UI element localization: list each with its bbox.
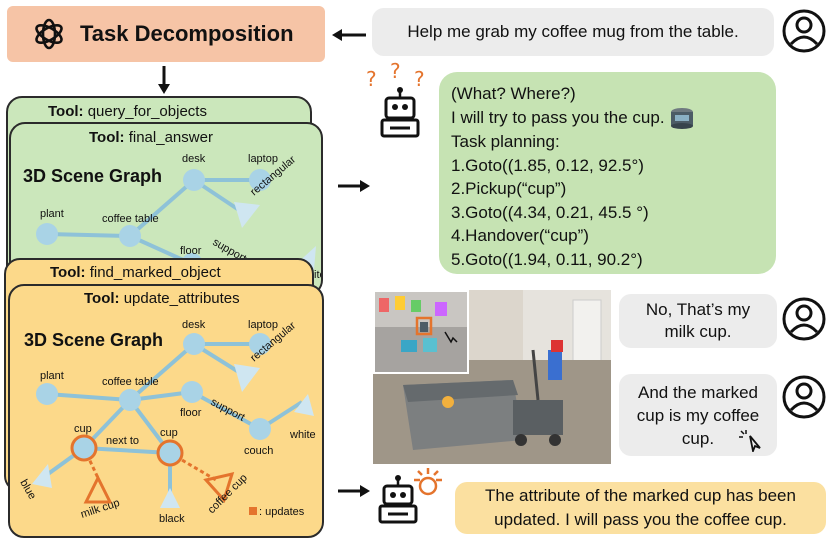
tabletop-inset-photo: [373, 290, 469, 374]
robot-plan-line: 5.Goto((1.94, 0.11, 90.2°): [451, 249, 643, 269]
node-plant: plant: [40, 208, 64, 220]
tool-card-update-attributes: Tool: update_attributes 3D Scene Graph: [8, 284, 324, 538]
node-cup-1: cup: [74, 423, 92, 435]
svg-text:?: ?: [414, 67, 425, 91]
node-cup-2: cup: [160, 427, 178, 439]
robot-plan-line: 4.Handover(“cup”): [451, 226, 589, 246]
node-desk: desk: [182, 153, 206, 165]
scene-graph-title: 3D Scene Graph: [23, 166, 163, 186]
robot-plan-line: 3.Goto((4.34, 0.21, 45.5 °): [451, 202, 649, 222]
robot-plan-line: Task planning:: [451, 132, 560, 152]
robot-plan-line: I will try to pass you the cup.: [451, 106, 776, 131]
node-coffee-table: coffee table: [102, 376, 159, 388]
node-laptop: laptop: [248, 319, 278, 331]
user-message-2-text: No, That’s my milk cup.: [645, 300, 751, 341]
edge-next-to: next to: [106, 435, 139, 447]
node-couch: couch: [244, 445, 273, 457]
user-message-3-text: And the marked cup is my coffee cup.: [636, 382, 760, 448]
robot-final-text: The attribute of the marked cup has been…: [485, 486, 796, 529]
svg-text:?: ?: [390, 62, 401, 83]
task-decomposition-box: Task Decomposition: [7, 6, 325, 62]
node-floor: floor: [180, 407, 202, 419]
user-message-1-text: Help me grab my coffee mug from the tabl…: [407, 22, 739, 41]
node-plant: plant: [40, 370, 64, 382]
robot-final-bubble: The attribute of the marked cup has been…: [455, 482, 826, 534]
tool-label-update-attributes: Tool: update_attributes: [84, 290, 240, 307]
user-message-2: No, That’s my milk cup.: [619, 294, 777, 348]
robot-plan-bubble: (What? Where?) I will try to pass you th…: [439, 72, 776, 274]
user-message-1: Help me grab my coffee mug from the tabl…: [372, 8, 774, 56]
click-cursor-icon: [739, 430, 761, 452]
node-coffee-table: coffee table: [102, 213, 159, 225]
scene-graph-title: 3D Scene Graph: [24, 330, 164, 350]
tabletop-inset-drawing: [375, 292, 467, 372]
down-arrow-icon: [158, 66, 170, 94]
cup-image-icon: [671, 108, 694, 130]
node-floor: floor: [180, 245, 202, 257]
robot-idea-icon: [378, 468, 442, 524]
user-avatar-icon: [782, 9, 826, 53]
attr-white: white: [289, 429, 316, 441]
robot-plan-line: (What? Where?): [451, 84, 576, 103]
tool-label-final: Tool: final_answer: [89, 129, 213, 146]
tool-label-find-marked: Tool: find_marked_object: [50, 264, 221, 281]
node-laptop: laptop: [248, 153, 278, 165]
openai-logo-icon: [35, 18, 63, 50]
right-arrow-icon: [338, 180, 370, 192]
right-arrow-icon: [338, 485, 370, 497]
left-arrow-icon: [332, 29, 366, 41]
robot-plan-line: 1.Goto((1.85, 0.12, 92.5°): [451, 155, 644, 175]
edge-support: support: [209, 396, 247, 424]
robot-plan-line: 2.Pickup(“cup”): [451, 179, 567, 199]
legend-updates: : updates: [259, 506, 305, 518]
scene-graph-yellow: desk laptop plant coffee table floor sup…: [17, 319, 316, 525]
attr-black: black: [159, 513, 185, 525]
node-desk: desk: [182, 319, 206, 331]
svg-text:?: ?: [366, 67, 377, 91]
tool-label-query: Tool: query_for_objects: [48, 103, 207, 120]
user-avatar-icon: [782, 375, 826, 419]
task-decomposition-title: Task Decomposition: [80, 21, 294, 46]
robot-confused-icon: ? ? ?: [366, 62, 425, 138]
user-avatar-icon: [782, 297, 826, 341]
